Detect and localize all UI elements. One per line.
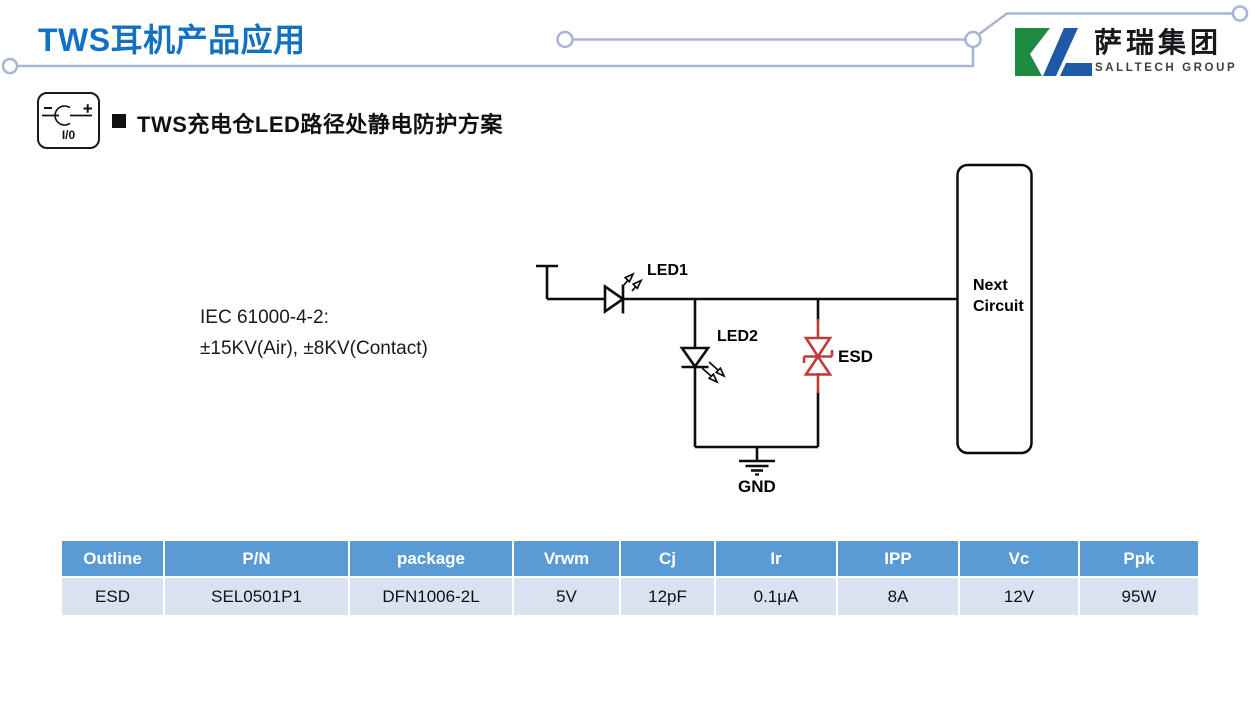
iec-note: IEC 61000-4-2: ±15KV(Air), ±8KV(Contact) — [200, 302, 428, 364]
column-header: Vrwm — [514, 541, 619, 576]
bullet-square — [112, 114, 126, 128]
io-icon-box: I/0 — [37, 92, 100, 149]
table-cell: SEL0501P1 — [165, 578, 348, 615]
led2-symbol — [679, 346, 726, 384]
logo-company-name: 萨瑞集团 — [1094, 27, 1223, 58]
circuit-diagram — [536, 163, 1033, 476]
table-cell: DFN1006-2L — [350, 578, 512, 615]
table-cell: 8A — [838, 578, 958, 615]
spec-table: Outline P/N package Vrwm Cj Ir IPP Vc Pp… — [60, 539, 1200, 617]
column-header: Cj — [621, 541, 714, 576]
led1-symbol — [603, 272, 643, 314]
io-icon — [42, 104, 92, 126]
column-header: Vc — [960, 541, 1078, 576]
led2-label: LED2 — [717, 328, 758, 345]
section-heading: TWS充电仓LED路径处静电防护方案 — [137, 112, 503, 137]
esd-symbol — [802, 319, 834, 393]
logo-company-name-en: SALLTECH GROUP — [1095, 62, 1238, 74]
next-circuit-label: Next Circuit — [973, 277, 1024, 315]
column-header: P/N — [165, 541, 348, 576]
esd-label: ESD — [838, 347, 873, 366]
table-cell: 5V — [514, 578, 619, 615]
next-circuit-box — [956, 163, 1033, 455]
column-header: IPP — [838, 541, 958, 576]
table-cell: ESD — [62, 578, 163, 615]
gnd-symbol — [739, 459, 775, 476]
table-cell: 95W — [1080, 578, 1198, 615]
gnd-label: GND — [738, 477, 776, 496]
logo-mark-icon — [1015, 28, 1092, 76]
io-icon-label: I/0 — [61, 128, 76, 142]
iec-note-line1: IEC 61000-4-2: — [200, 307, 329, 328]
table-cell: 0.1μA — [716, 578, 836, 615]
iec-note-line2: ±15KV(Air), ±8KV(Contact) — [200, 338, 428, 359]
page-title: TWS耳机产品应用 — [38, 22, 306, 58]
led1-label: LED1 — [647, 262, 688, 279]
table-cell: 12V — [960, 578, 1078, 615]
column-header: Outline — [62, 541, 163, 576]
decorative-trace — [1, 5, 1249, 75]
column-header: package — [350, 541, 512, 576]
column-header: Ir — [716, 541, 836, 576]
column-header: Ppk — [1080, 541, 1198, 576]
table-cell: 12pF — [621, 578, 714, 615]
table-data-row: ESD SEL0501P1 DFN1006-2L 5V 12pF 0.1μA 8… — [62, 578, 1198, 615]
table-header-row: Outline P/N package Vrwm Cj Ir IPP Vc Pp… — [62, 541, 1198, 576]
